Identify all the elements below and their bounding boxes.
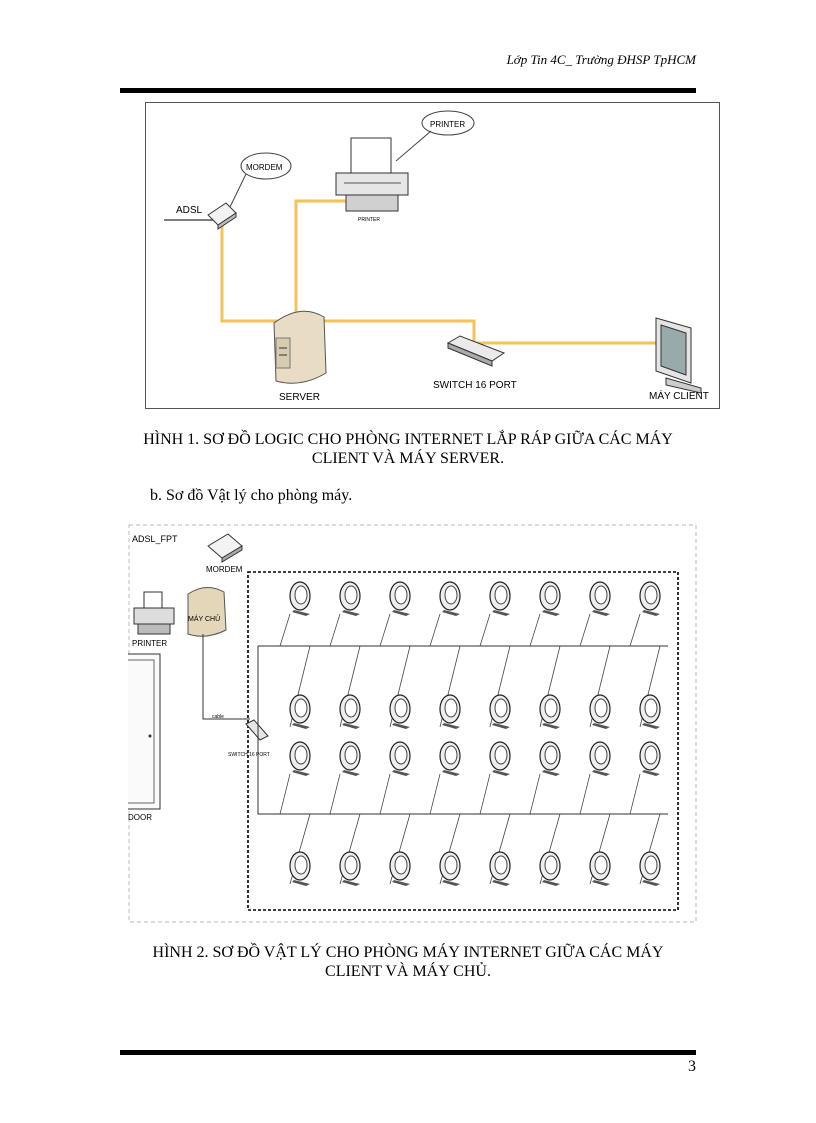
client-monitor-icon xyxy=(339,741,361,776)
client-cable xyxy=(379,773,391,815)
client-monitor-icon xyxy=(489,694,511,729)
figure-2-svg: ADSL_FPT MORDEM PRINTER MÁY CHỦ cable SW… xyxy=(117,524,697,923)
client-cable xyxy=(629,773,641,815)
switch-label-2: SWITCH 16 PORT xyxy=(228,752,270,758)
client-monitor-icon xyxy=(289,851,311,886)
printer-icon xyxy=(335,137,409,212)
client-monitor-icon xyxy=(439,741,461,776)
switch-label: SWITCH 16 PORT xyxy=(433,380,517,391)
client-cable xyxy=(279,613,291,647)
figure-1-logic-diagram: ADSL MORDEM PRINTER PRINTER SERVER xyxy=(145,102,720,409)
client-monitor-icon xyxy=(539,741,561,776)
printer-bubble-label: PRINTER xyxy=(430,120,465,129)
printer-label-2: PRINTER xyxy=(132,639,167,648)
door-knob xyxy=(148,734,152,738)
client-cable xyxy=(429,773,441,815)
modem-bubble xyxy=(240,152,292,180)
client-cable xyxy=(279,773,291,815)
client-monitor-icon xyxy=(289,581,311,616)
client-monitor-icon xyxy=(639,694,661,729)
client-monitor-icon xyxy=(489,581,511,616)
client-monitor-icon xyxy=(339,851,361,886)
switch-icon-2 xyxy=(245,719,269,741)
figure-2-caption-line-1: HÌNH 2. SƠ ĐỒ VẬT LÝ CHO PHÒNG MÁY INTER… xyxy=(152,944,664,961)
figure-1-svg: ADSL MORDEM PRINTER PRINTER SERVER xyxy=(164,110,709,403)
server-label-2: MÁY CHỦ xyxy=(188,614,220,623)
client-monitor-icon xyxy=(655,317,702,394)
printer-bubble xyxy=(421,110,475,136)
client-monitor-icon xyxy=(489,851,511,886)
modem-label-2: MORDEM xyxy=(206,565,243,574)
printer-small-label: PRINTER xyxy=(358,217,380,223)
client-cable xyxy=(429,613,441,647)
client-monitor-icon xyxy=(589,694,611,729)
figure-2-caption: HÌNH 2. SƠ ĐỒ VẬT LÝ CHO PHÒNG MÁY INTER… xyxy=(58,943,758,981)
client-monitor-icon xyxy=(389,694,411,729)
figure-1-caption-line-1: HÌNH 1. SƠ ĐỒ LOGIC CHO PHÒNG INTERNET L… xyxy=(143,431,673,448)
figure-2-physical-diagram: ADSL_FPT MORDEM PRINTER MÁY CHỦ cable SW… xyxy=(117,524,698,924)
footer-rule xyxy=(120,1050,696,1055)
client-monitor-icon xyxy=(339,694,361,729)
client-cable xyxy=(329,773,341,815)
cable-printer-server-client xyxy=(294,199,691,345)
client-monitor-icon xyxy=(389,581,411,616)
adsl-label: ADSL xyxy=(176,205,203,216)
client-cable xyxy=(629,613,641,647)
backbone-bottom xyxy=(257,646,668,815)
client-monitor-icon xyxy=(539,581,561,616)
modem-bubble-label: MORDEM xyxy=(246,163,283,172)
client-monitor-icon xyxy=(339,581,361,616)
client-cable xyxy=(479,613,491,647)
client-monitor-icon xyxy=(389,851,411,886)
server-label: SERVER xyxy=(279,392,320,403)
subheading: b. Sơ đồ Vật lý cho phòng máy. xyxy=(150,487,353,504)
client-monitor-icon xyxy=(639,581,661,616)
server-icon-2 xyxy=(187,587,227,637)
server-icon xyxy=(273,310,327,384)
header-rule xyxy=(120,88,696,93)
client-monitor-icon xyxy=(439,851,461,886)
client-monitor-icon xyxy=(439,694,461,729)
printer-pointer xyxy=(395,130,432,162)
client-cable xyxy=(529,613,541,647)
cable-server-switch xyxy=(202,634,250,720)
running-header: Lớp Tin 4C_ Trường ĐHSP TpHCM xyxy=(506,52,696,67)
client-monitor-icon xyxy=(439,581,461,616)
printer-icon-2 xyxy=(133,591,175,635)
client-area-outline xyxy=(247,571,679,911)
figure-1-caption-line-2: CLIENT VÀ MÁY SERVER. xyxy=(311,450,505,467)
door-label: DOOR xyxy=(128,813,152,822)
client-monitor-icon xyxy=(639,741,661,776)
client-grid xyxy=(279,581,661,886)
client-monitor-icon xyxy=(589,741,611,776)
client-monitor-icon xyxy=(489,741,511,776)
client-cable xyxy=(329,613,341,647)
switch-icon xyxy=(446,335,506,367)
client-label: MÁY CLIENT xyxy=(649,389,709,402)
page-number: 3 xyxy=(688,1058,696,1075)
client-cable xyxy=(579,613,591,647)
figure-1-caption: HÌNH 1. SƠ ĐỒ LOGIC CHO PHÒNG INTERNET L… xyxy=(58,430,758,468)
room-outline xyxy=(128,524,697,923)
client-cable xyxy=(379,613,391,647)
client-cable xyxy=(579,773,591,815)
modem-icon xyxy=(207,202,237,230)
client-monitor-icon xyxy=(589,581,611,616)
client-monitor-icon xyxy=(389,741,411,776)
door-icon xyxy=(117,653,161,810)
client-cable xyxy=(529,773,541,815)
client-monitor-icon xyxy=(539,851,561,886)
client-monitor-icon xyxy=(639,851,661,886)
client-monitor-icon xyxy=(289,694,311,729)
modem-pointer xyxy=(229,173,247,208)
client-monitor-icon xyxy=(539,694,561,729)
client-cable xyxy=(479,773,491,815)
cable-modem-server xyxy=(220,225,293,331)
client-monitor-icon xyxy=(589,851,611,886)
cable-label: cable xyxy=(212,714,224,720)
adsl-fpt-label: ADSL_FPT xyxy=(132,534,178,544)
client-monitor-icon xyxy=(289,741,311,776)
modem-icon-2 xyxy=(207,533,243,563)
figure-2-caption-line-2: CLIENT VÀ MÁY CHỦ. xyxy=(325,963,491,980)
